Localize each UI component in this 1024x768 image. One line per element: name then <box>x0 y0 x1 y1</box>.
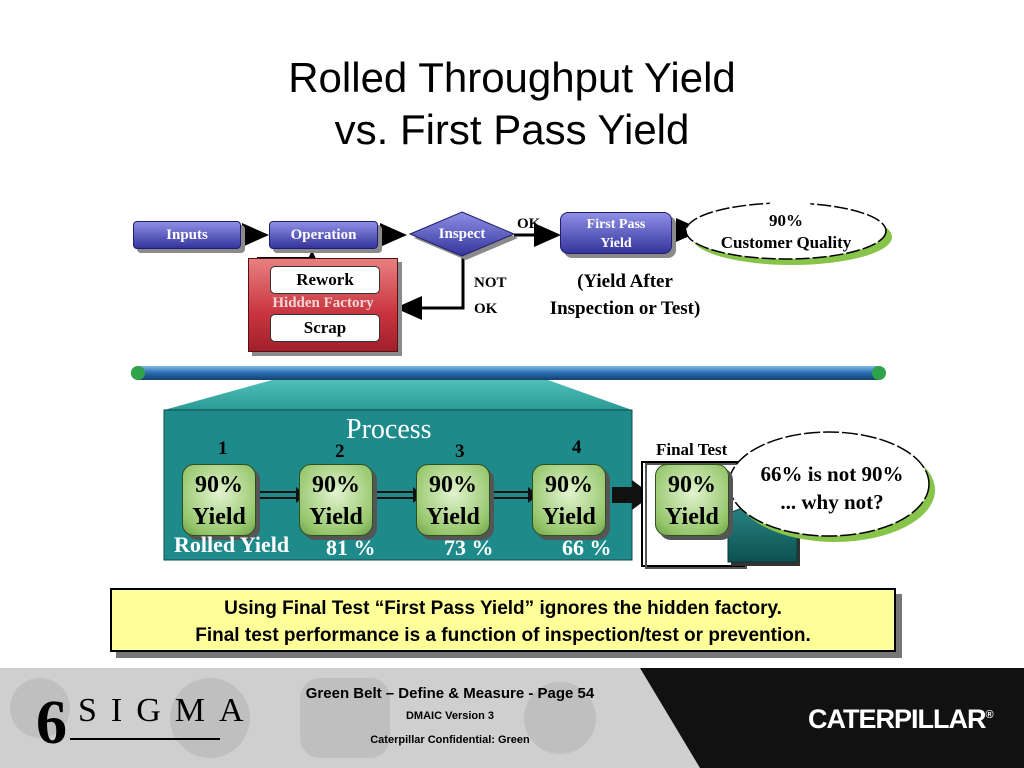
note-line-1: Using Final Test “First Pass Yield” igno… <box>224 598 782 619</box>
ok-sub-label: OK <box>474 301 498 317</box>
customer-quality-cloud <box>685 190 892 265</box>
scrap-label: Scrap <box>303 318 347 337</box>
scrap-box: Scrap <box>270 314 380 342</box>
inspect-label: Inspect <box>438 226 486 242</box>
yield-label-4: Yield <box>542 504 596 530</box>
yield-box-3: 90% Yield <box>416 464 490 536</box>
yield-box-2: 90% Yield <box>299 464 373 536</box>
yield-box-1: 90% Yield <box>182 464 256 536</box>
title-line-1: Rolled Throughput Yield <box>288 54 736 101</box>
rolled-yield-73: 73 % <box>444 535 494 560</box>
yield-value-1: 90% <box>195 472 243 498</box>
yield-after-line-2: Inspection or Test) <box>549 298 701 319</box>
six-sigma-six: 6 <box>36 689 67 757</box>
yield-label-2: Yield <box>309 504 363 530</box>
first-pass-line-2: Yield <box>600 236 632 251</box>
conclusion-note: Using Final Test “First Pass Yield” igno… <box>110 588 896 652</box>
final-test-yield-value: 90% <box>668 472 716 498</box>
yield-label-3: Yield <box>426 504 480 530</box>
rework-label: Rework <box>296 270 354 289</box>
registered-mark: ® <box>985 709 994 721</box>
yield-after-line-1: (Yield After <box>577 271 673 292</box>
rework-box: Rework <box>270 266 380 294</box>
first-pass-line-1: First Pass <box>586 217 646 232</box>
arrow-inspect-scrap <box>395 250 465 320</box>
cloud-line-2: Customer Quality <box>720 233 852 252</box>
yield-label-1: Yield <box>192 504 246 530</box>
step-number-4: 4 <box>572 437 582 458</box>
cloud-line-1: 90% <box>769 211 803 230</box>
note-line-2: Final test performance is a function of … <box>195 625 811 646</box>
step-number-3: 3 <box>455 441 465 462</box>
why-not-cloud <box>728 431 935 542</box>
step-number-1: 1 <box>218 438 228 459</box>
footer-confidential: Caterpillar Confidential: Green <box>370 734 530 746</box>
final-test-arrow <box>612 487 634 503</box>
not-label: NOT <box>474 275 507 291</box>
process-funnel <box>164 380 632 410</box>
caterpillar-logo: CATERPILLAR® <box>808 704 994 735</box>
inspect-diamond <box>408 211 516 257</box>
hidden-factory-label: Hidden Factory <box>272 295 374 311</box>
divider-bar <box>131 366 885 380</box>
slide-title: Rolled Throughput Yield vs. First Pass Y… <box>0 52 1024 156</box>
step-number-2: 2 <box>335 441 345 462</box>
top-flow-connectors <box>240 190 892 320</box>
why-not-line-2: ... why not? <box>780 490 884 514</box>
caterpillar-wordmark: CATERPILLAR <box>808 704 986 734</box>
final-test-yield-box: 90% Yield <box>655 464 729 536</box>
final-test-yield-label: Yield <box>665 504 719 530</box>
inputs-box: Inputs <box>133 221 241 249</box>
process-title: Process <box>346 414 432 445</box>
footer-black-panel <box>640 668 1024 768</box>
yield-value-4: 90% <box>545 472 593 498</box>
yield-value-2: 90% <box>312 472 360 498</box>
title-line-2: vs. First Pass Yield <box>334 106 690 153</box>
footer-version: DMAIC Version 3 <box>405 710 495 722</box>
rolled-yield-label: Rolled Yield <box>174 532 290 557</box>
not-ok-label: NOT OK <box>474 270 507 322</box>
final-test-label: Final Test <box>656 440 728 459</box>
six-sigma-word: SIGMA <box>78 692 258 729</box>
ok-label: OK <box>517 216 541 232</box>
yield-value-3: 90% <box>429 472 477 498</box>
operation-label: Operation <box>290 227 357 243</box>
first-pass-yield-box: First Pass Yield <box>560 212 672 254</box>
rolled-yield-81: 81 % <box>326 535 376 560</box>
why-not-line-1: 66% is not 90% <box>760 462 904 486</box>
yield-after-note: (Yield After Inspection or Test) <box>520 268 730 322</box>
yield-box-4: 90% Yield <box>532 464 606 536</box>
customer-quality-text: 90% Customer Quality <box>686 210 886 254</box>
why-not-text: 66% is not 90% ... why not? <box>734 460 930 516</box>
footer-page: Green Belt – Define & Measure - Page 54 <box>305 685 595 702</box>
footer-graphics <box>10 668 1024 768</box>
inputs-label: Inputs <box>166 227 208 243</box>
operation-box: Operation <box>269 221 378 249</box>
rolled-yield-66: 66 % <box>562 535 612 560</box>
